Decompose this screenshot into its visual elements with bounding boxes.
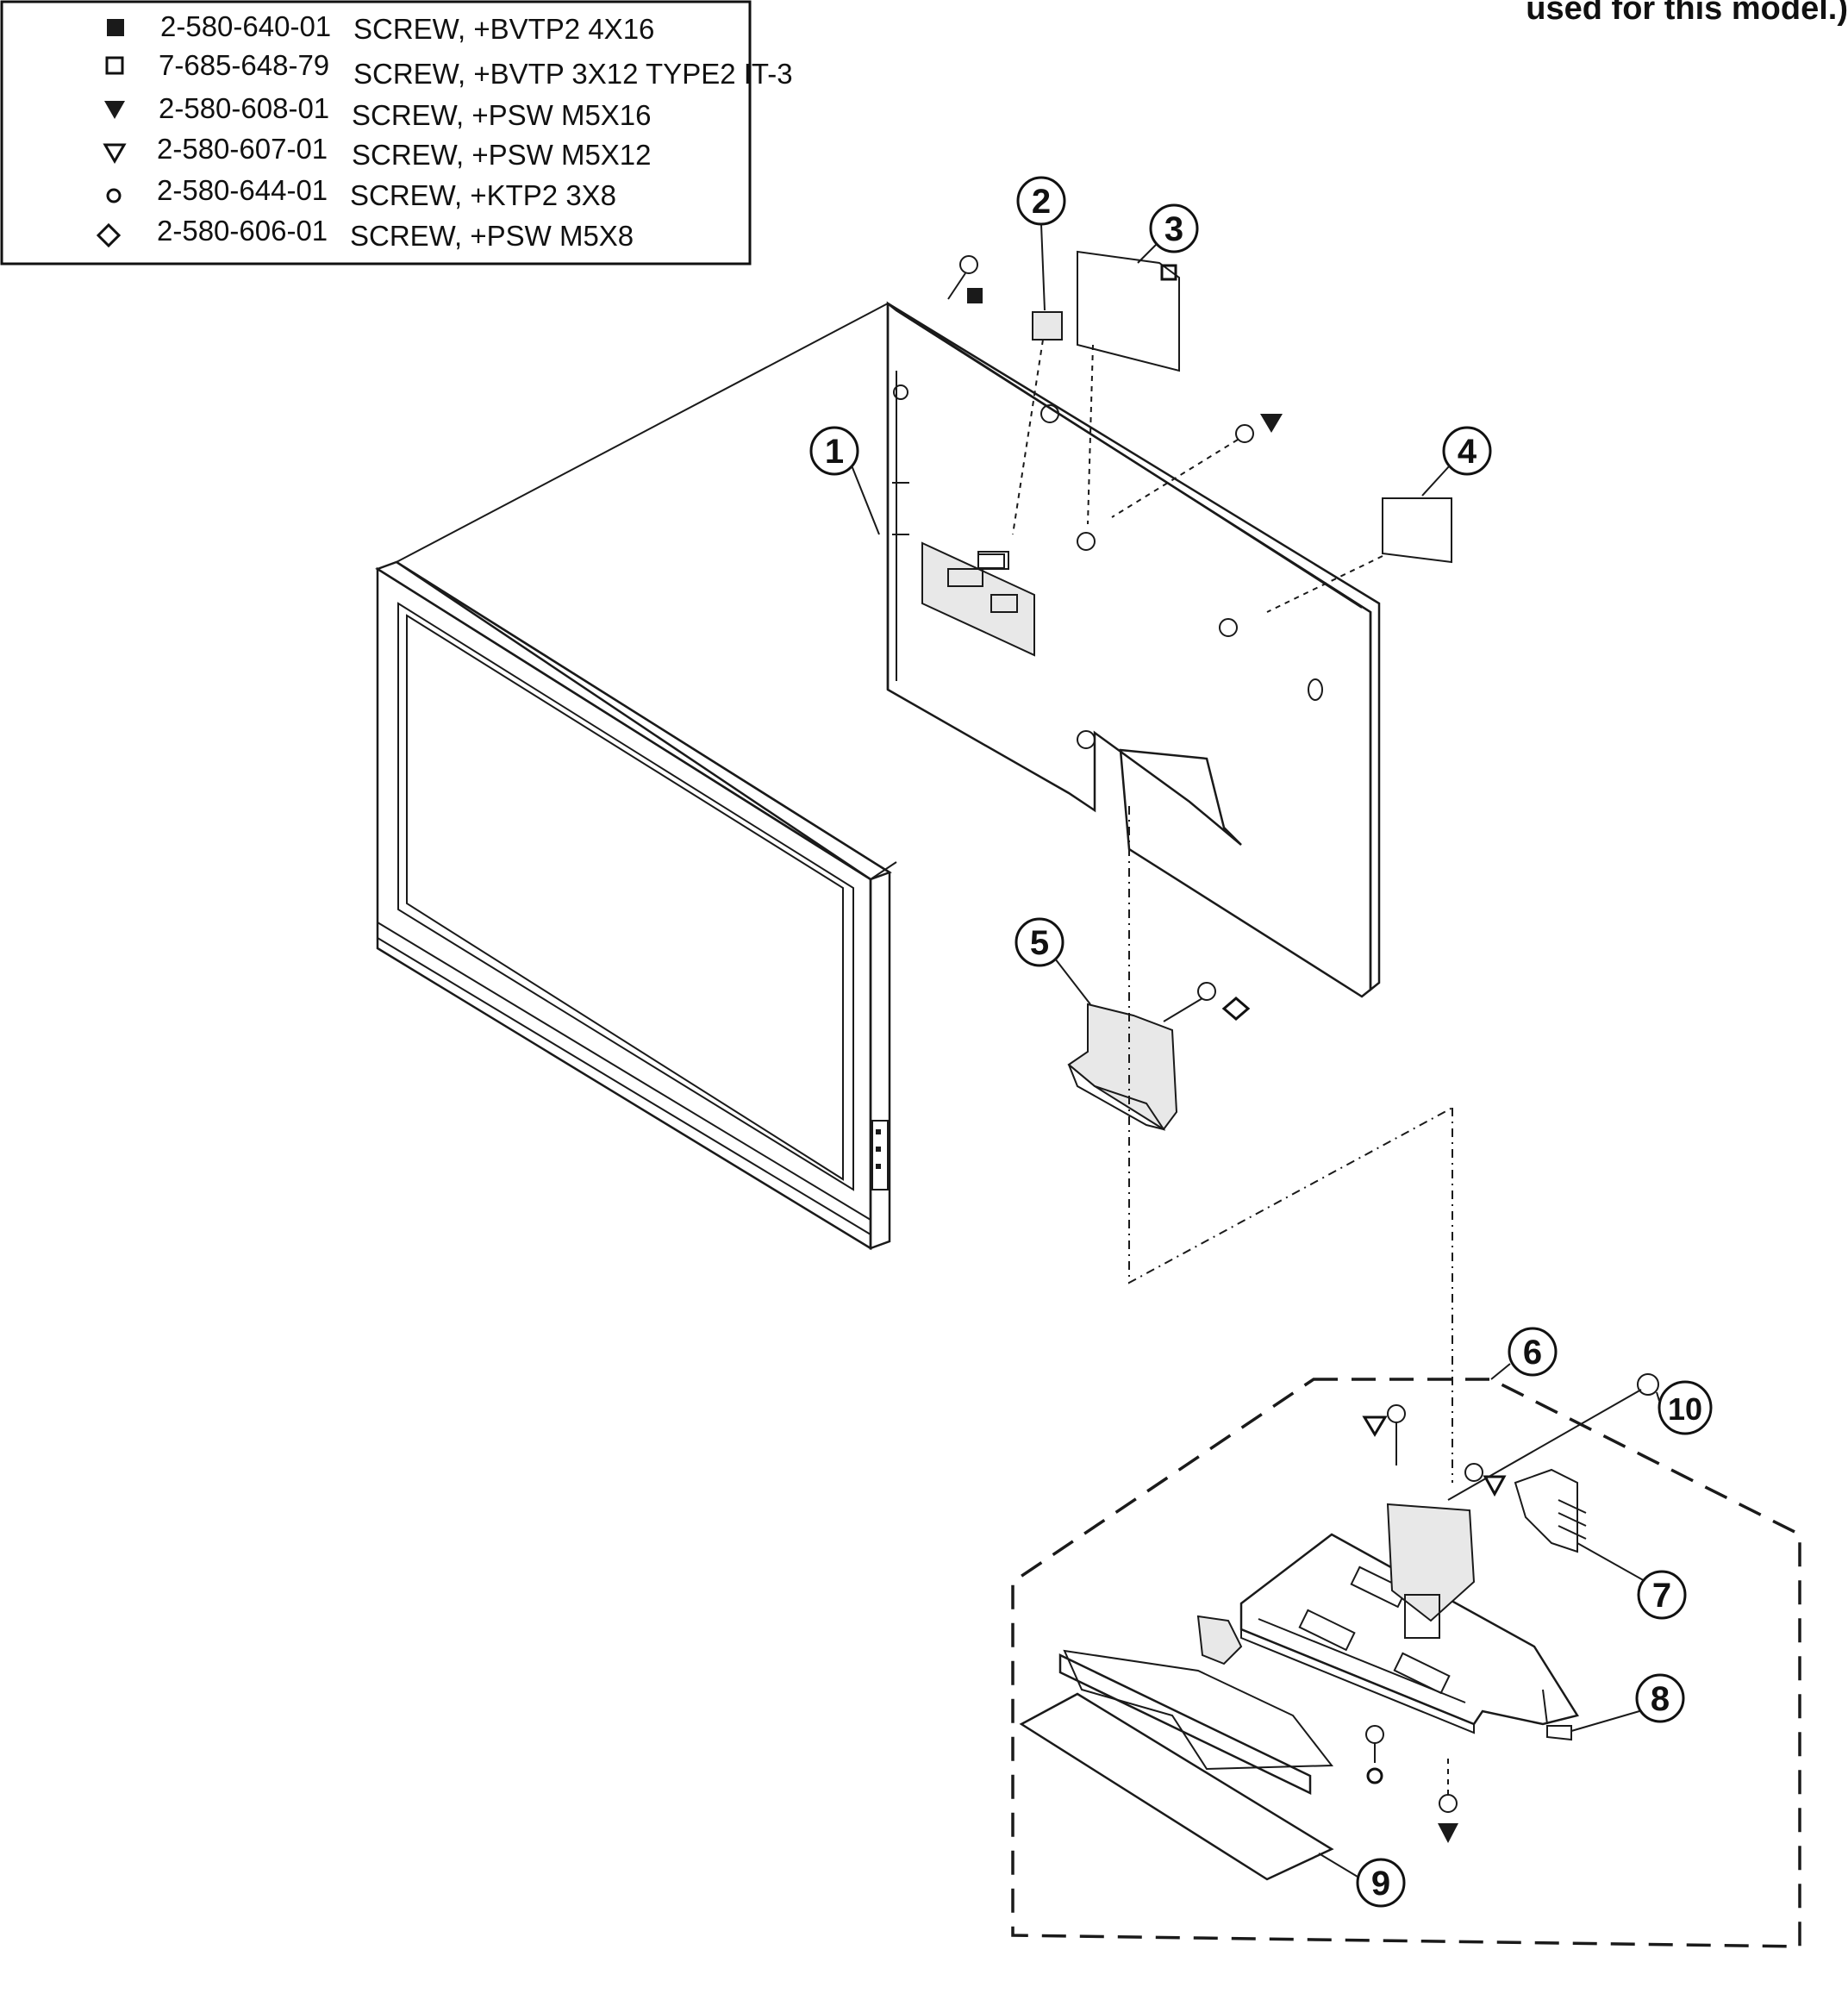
svg-text:8: 8 [1651, 1680, 1670, 1718]
legend-part-4: 2-580-607-01 [157, 133, 328, 165]
screw-top-left [947, 255, 983, 303]
legend-part-2: 7-685-648-79 [159, 49, 329, 81]
part-2-bracket [977, 311, 1063, 570]
legend-desc-3: SCREW, +PSW M5X16 [352, 99, 652, 131]
svg-text:5: 5 [1030, 924, 1049, 962]
legend-frame [0, 0, 752, 266]
open-diamond-icon [96, 222, 122, 248]
part-4-label [1266, 497, 1452, 613]
svg-text:6: 6 [1523, 1334, 1542, 1372]
callout-10: 10 [1656, 1380, 1713, 1435]
legend-part-6: 2-580-606-01 [157, 215, 328, 247]
legend-desc-2: SCREW, +BVTP 3X12 TYPE2 IT-3 [353, 58, 793, 90]
screw-legend: 2-580-640-01 7-685-648-79 2-580-608-01 2… [0, 0, 793, 266]
filled-triangle-icon [104, 101, 125, 119]
guide-line-center [1128, 806, 1453, 1284]
callout-5: 5 [1015, 917, 1091, 1005]
svg-text:2: 2 [1032, 183, 1051, 221]
stand-screws [1362, 1373, 1659, 1843]
callout-4: 4 [1421, 426, 1492, 497]
svg-text:4: 4 [1458, 433, 1477, 471]
legend-part-3: 2-580-608-01 [159, 92, 329, 124]
callout-1: 1 [809, 426, 880, 535]
callout-3: 3 [1137, 203, 1199, 264]
callout-9: 9 [1356, 1858, 1406, 1908]
screw-filled-triangle-upper [1111, 414, 1283, 518]
svg-text:10: 10 [1668, 1391, 1702, 1427]
legend-part-5: 2-580-644-01 [157, 174, 328, 206]
legend-desc-6: SCREW, +PSW M5X8 [350, 220, 634, 252]
part-7-bracket [1514, 1468, 1647, 1583]
header-fragment: used for this model.) [1526, 0, 1848, 27]
callout-7: 7 [1637, 1570, 1687, 1620]
part-8-pad [1542, 1689, 1640, 1741]
legend-desc-5: SCREW, +KTP2 3X8 [350, 179, 616, 211]
part-3-label [1077, 250, 1180, 525]
filled-square-icon [107, 19, 124, 36]
svg-text:7: 7 [1652, 1577, 1671, 1615]
part-5-bracket [1067, 982, 1251, 1131]
open-circle-icon [106, 188, 122, 203]
open-square-icon [105, 56, 124, 75]
svg-text:3: 3 [1164, 210, 1183, 248]
callout-2: 2 [1016, 176, 1066, 311]
front-bezel-panel [375, 560, 892, 1251]
legend-desc-1: SCREW, +BVTP2 4X16 [353, 13, 654, 45]
rear-cover [886, 301, 1381, 998]
stand-front-plate [1058, 1615, 1333, 1795]
open-triangle-icon [103, 143, 127, 164]
svg-text:9: 9 [1371, 1865, 1390, 1903]
svg-text:1: 1 [825, 433, 844, 471]
legend-part-1: 2-580-640-01 [160, 10, 331, 42]
stand-assembly-enclosure [1011, 1378, 1801, 1948]
callout-6: 6 [1508, 1327, 1558, 1377]
guide-line-top [396, 303, 889, 563]
part-9-cover [1019, 1692, 1334, 1881]
callout-8: 8 [1635, 1673, 1685, 1723]
legend-desc-4: SCREW, +PSW M5X12 [352, 139, 652, 171]
stand-base [1239, 1503, 1579, 1734]
